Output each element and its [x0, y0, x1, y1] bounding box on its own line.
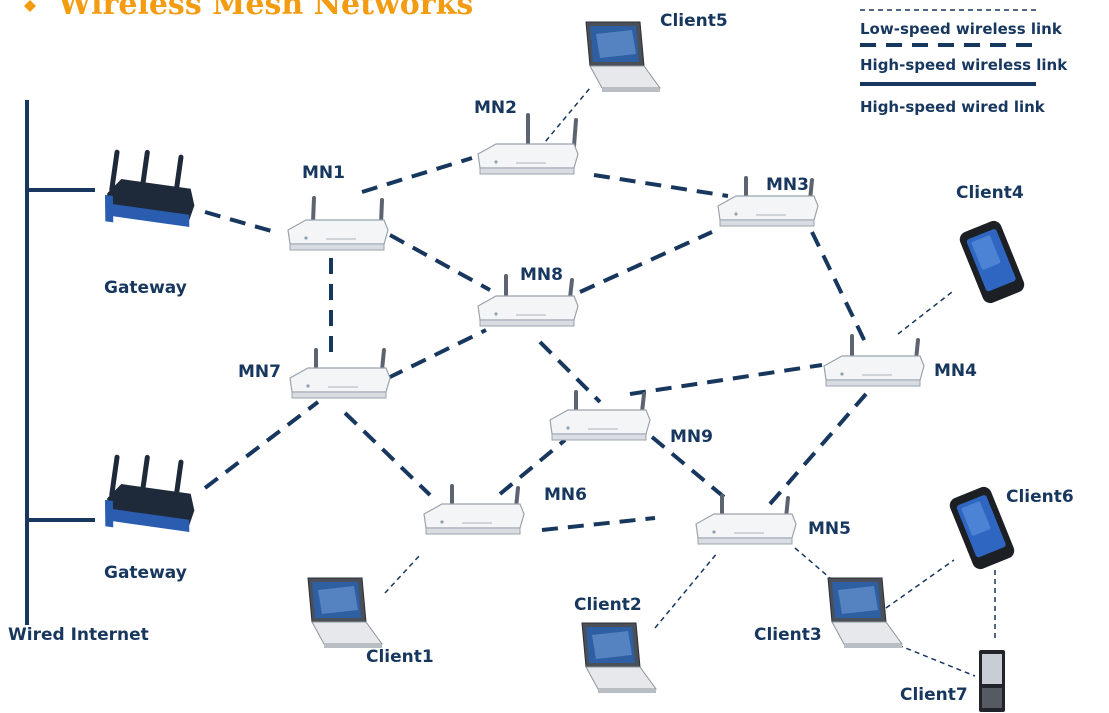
wired-backbone [25, 100, 95, 625]
mesh-router-icon [289, 367, 391, 399]
mesh-router-icon [717, 195, 819, 227]
client-1: Client1 [307, 577, 434, 667]
link-mn7-mn8 [387, 328, 487, 380]
link-mn3-mn4 [810, 231, 870, 349]
client5-label: Client5 [660, 11, 728, 31]
link-client3-client6 [885, 559, 955, 609]
legend-high-speed-wireless-label: High-speed wireless link [860, 56, 1068, 74]
mobile-phone-icon [979, 650, 1005, 712]
mesh-node-mn8: MN8 [477, 265, 579, 327]
client-5: Client5 [585, 11, 728, 93]
mesh-router-icon [477, 295, 579, 327]
title-text: Wireless Mesh Networks [57, 0, 473, 22]
gateway-2: Gateway [101, 452, 200, 583]
link-mn2-client5 [539, 87, 591, 149]
gateway-1: Gateway [101, 147, 200, 298]
mesh-node-mn6: MN6 [423, 484, 587, 535]
mesh-node-mn3: MN3 [717, 175, 819, 227]
client6-label: Client6 [1006, 487, 1074, 507]
mn5-label: MN5 [808, 519, 851, 539]
mn1-label: MN1 [302, 163, 345, 183]
mesh-router-icon [287, 219, 389, 251]
mesh-router-icon [695, 513, 797, 545]
mesh-router-icon [823, 355, 925, 387]
client-2: Client2 [574, 595, 657, 694]
mesh-node-mn4: MN4 [823, 334, 977, 387]
client-7: Client7 [900, 650, 1005, 712]
link-mn4-client4 [897, 291, 953, 335]
link-gw2-mn7 [203, 400, 320, 490]
legend: Low-speed wireless link High-speed wirel… [860, 9, 1068, 116]
high-speed-links [203, 156, 870, 532]
link-mn2-mn3 [593, 173, 729, 198]
mn9-label: MN9 [670, 427, 713, 447]
link-mn4-mn5 [768, 392, 868, 506]
laptop-icon [827, 577, 903, 649]
laptop-icon [307, 577, 383, 649]
mn7-label: MN7 [238, 362, 281, 382]
mesh-node-mn7: MN7 [238, 348, 391, 399]
client-3: Client3 [754, 577, 903, 649]
gateway-1-label: Gateway [104, 278, 187, 298]
mesh-node-mn1: MN1 [287, 163, 389, 251]
link-client3-client7 [897, 644, 976, 677]
gateway-router-icon [101, 452, 200, 538]
client1-label: Client1 [366, 647, 434, 667]
client3-label: Client3 [754, 625, 822, 645]
link-mn6-mn5 [541, 516, 656, 532]
gateway-router-icon [101, 147, 200, 233]
laptop-icon [581, 622, 657, 694]
mesh-node-mn5: MN5 [695, 494, 851, 545]
link-mn8-mn3 [579, 230, 713, 294]
link-mn5-client2 [654, 551, 719, 629]
link-mn9-mn5 [650, 435, 726, 499]
client-6: Client6 [947, 484, 1074, 572]
mesh-router-icon [549, 409, 651, 441]
link-mn9-mn4 [629, 363, 823, 396]
title: Wireless Mesh Networks [24, 0, 473, 22]
link-mn6-client1 [384, 554, 421, 594]
link-mn1-mn2 [361, 156, 473, 194]
mn4-label: MN4 [934, 361, 977, 381]
wired-internet-label: Wired Internet [8, 625, 149, 645]
link-mn5-client3 [794, 547, 831, 579]
smartphone-icon [957, 218, 1027, 306]
link-mn8-mn9 [538, 340, 602, 404]
mesh-router-icon [423, 503, 525, 535]
link-mn1-mn8 [389, 233, 491, 292]
link-gw1-mn1 [204, 210, 276, 234]
bullet-icon [24, 0, 36, 12]
mn3-label: MN3 [766, 175, 809, 195]
mn6-label: MN6 [544, 485, 587, 505]
legend-low-speed-label: Low-speed wireless link [860, 20, 1063, 38]
client7-label: Client7 [900, 685, 968, 705]
link-mn6-mn9 [498, 438, 567, 496]
client4-label: Client4 [956, 183, 1024, 203]
legend-wired-label: High-speed wired link [860, 98, 1046, 116]
mn8-label: MN8 [520, 265, 563, 285]
mesh-router-icon [477, 143, 579, 175]
client-4: Client4 [956, 183, 1027, 306]
laptop-icon [585, 21, 661, 93]
gateway-2-label: Gateway [104, 563, 187, 583]
link-mn7-mn6 [343, 411, 432, 497]
mn2-label: MN2 [474, 98, 517, 118]
low-speed-links [384, 87, 996, 677]
mesh-node-mn9: MN9 [549, 390, 713, 447]
client2-label: Client2 [574, 595, 642, 615]
mesh-node-mn2: MN2 [474, 98, 579, 175]
